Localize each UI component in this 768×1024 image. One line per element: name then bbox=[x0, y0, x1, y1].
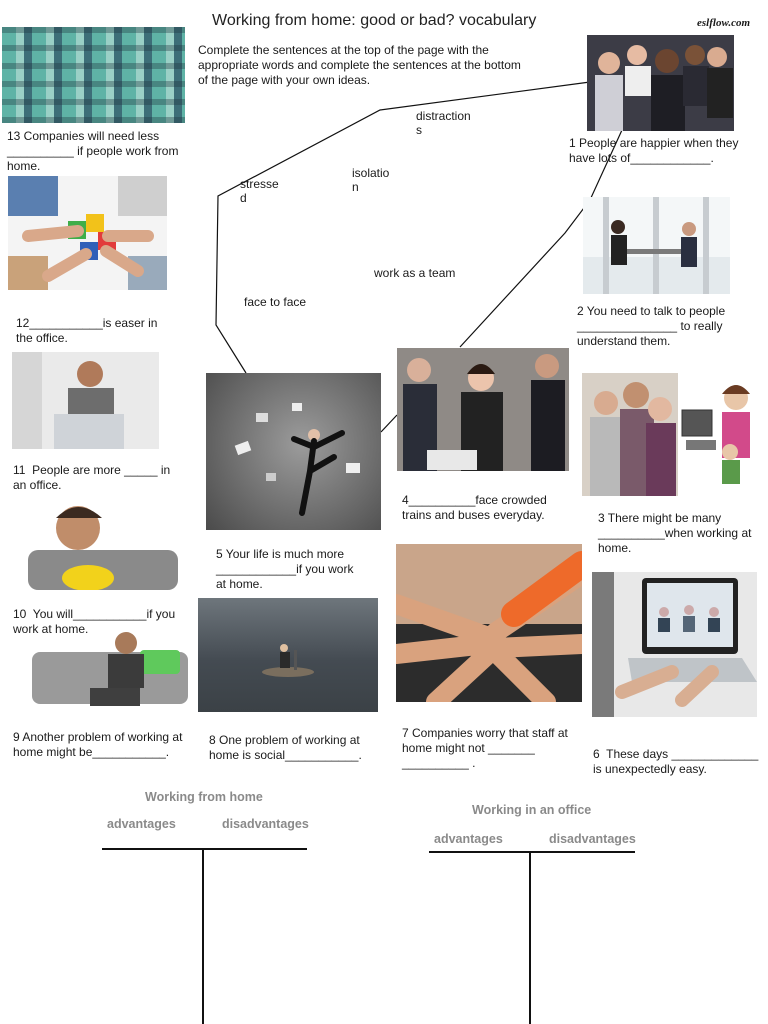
table-office-advantages: advantages bbox=[434, 832, 503, 846]
word-face-to-face: face to face bbox=[244, 295, 307, 309]
word-work-as-a-team: work as a team bbox=[374, 266, 456, 280]
table-home-title: Working from home bbox=[145, 790, 263, 804]
mother-child-computer-illustration bbox=[678, 380, 760, 492]
sentence-1: 1 People are happier when they have lots… bbox=[569, 136, 742, 165]
page-title: Working from home: good or bad? vocabula… bbox=[212, 12, 537, 29]
sentence-10: 10 You will___________if you work at hom… bbox=[13, 607, 179, 636]
table-home-advantages: advantages bbox=[107, 817, 176, 831]
sentence-7: 7 Companies worry that staff at home mig… bbox=[402, 726, 572, 770]
man-piggy-bank-photo bbox=[18, 500, 180, 590]
busy-woman-multitasking-photo bbox=[206, 373, 381, 530]
table-home-vertical-line bbox=[202, 848, 204, 1024]
happy-office-workers-photo bbox=[587, 35, 734, 131]
stressed-man-laptop-photo bbox=[12, 352, 159, 449]
table-office-disadvantages: disadvantages bbox=[549, 832, 636, 846]
sentence-3: 3 There might be many __________when wor… bbox=[598, 511, 755, 555]
sentence-5: 5 Your life is much more ____________if … bbox=[216, 547, 357, 591]
gossiping-colleagues-photo bbox=[582, 373, 678, 496]
sentence-4: 4__________face crowded trains and buses… bbox=[402, 493, 551, 522]
word-isolation: isolatio n bbox=[352, 166, 390, 194]
man-on-sofa-photo bbox=[30, 628, 190, 710]
video-call-laptop-photo bbox=[592, 572, 757, 717]
sentence-2: 2 You need to talk to people ___________… bbox=[577, 304, 729, 348]
table-office-horizontal-line bbox=[429, 851, 635, 853]
sentence-6: 6 These days _____________ is unexpected… bbox=[593, 747, 762, 776]
word-stressed: stresse d bbox=[240, 177, 279, 205]
table-home-disadvantages: disadvantages bbox=[222, 817, 309, 831]
crowded-train-commuters-photo bbox=[397, 348, 569, 471]
sentence-8: 8 One problem of working at home is soci… bbox=[209, 733, 364, 762]
instructions: Complete the sentences at the top of the… bbox=[198, 43, 521, 87]
sentence-9: 9 Another problem of working at home mig… bbox=[13, 730, 186, 759]
sentence-12: 12___________is easer in the office. bbox=[16, 316, 161, 345]
word-distractions: distraction s bbox=[416, 109, 471, 137]
table-home-horizontal-line bbox=[102, 848, 307, 850]
sentence-11: 11 People are more _____ in an office. bbox=[13, 463, 174, 492]
sentence-13: 13 Companies will need less __________ i… bbox=[7, 129, 182, 173]
meeting-room-photo bbox=[583, 197, 730, 294]
isolated-man-on-island-photo bbox=[198, 598, 378, 712]
table-office-vertical-line bbox=[529, 851, 531, 1024]
office-cubicles-photo bbox=[2, 27, 185, 123]
puzzle-hands-photo bbox=[8, 176, 167, 290]
team-hands-together-photo bbox=[396, 544, 582, 702]
table-office-title: Working in an office bbox=[472, 803, 592, 817]
logo: eslflow.com bbox=[697, 17, 751, 29]
